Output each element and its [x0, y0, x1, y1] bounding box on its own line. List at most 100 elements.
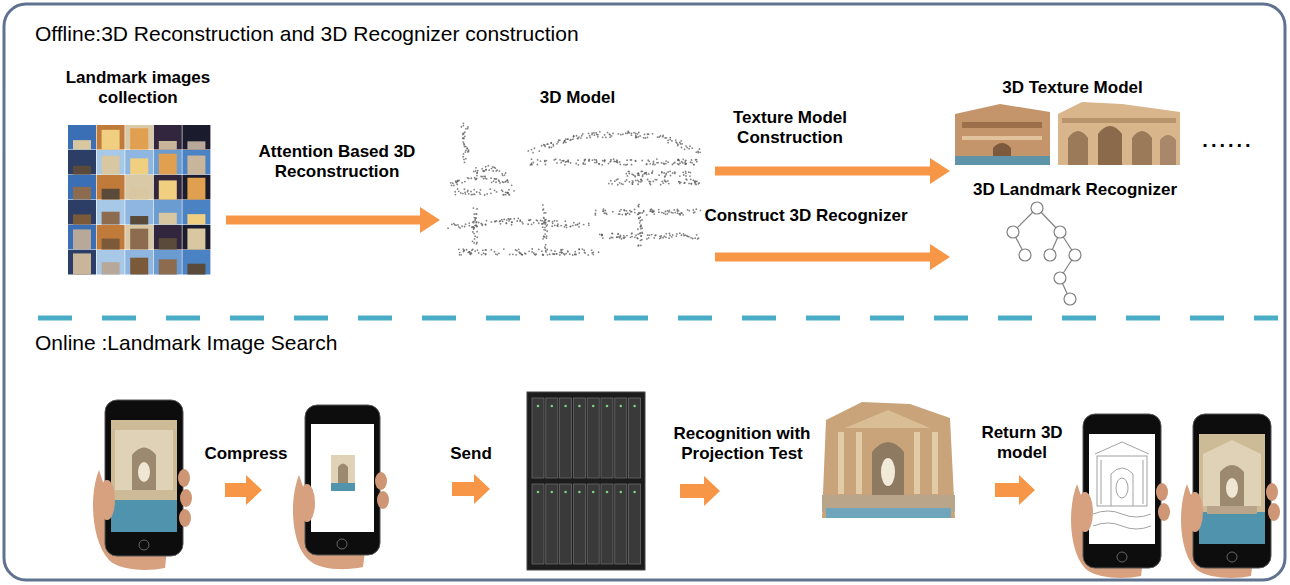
cloud-point	[637, 179, 639, 181]
cloud-point	[530, 163, 532, 165]
cloud-point	[667, 171, 669, 173]
cloud-point	[471, 249, 473, 251]
cloud-point	[638, 206, 640, 208]
cloud-point	[591, 249, 593, 251]
cloud-point	[560, 225, 562, 227]
cloud-point	[475, 179, 477, 181]
cloud-point	[595, 132, 597, 134]
cloud-point	[484, 254, 486, 256]
cloud-point	[457, 188, 459, 190]
cloud-point	[462, 141, 464, 143]
cloud-point	[541, 250, 543, 252]
cloud-point	[556, 220, 558, 222]
cloud-point	[631, 236, 633, 238]
cloud-point	[483, 175, 485, 177]
cloud-point	[604, 210, 606, 212]
cloud-point	[462, 125, 464, 127]
cloud-point	[632, 183, 634, 185]
cloud-point	[619, 213, 621, 215]
cloud-point	[573, 136, 575, 138]
cloud-point	[640, 225, 642, 227]
server-blade	[615, 484, 627, 564]
cloud-point	[698, 237, 700, 239]
cloud-point	[521, 221, 523, 223]
cloud-point	[475, 217, 477, 219]
server-blade	[573, 484, 585, 564]
cloud-point	[625, 214, 627, 216]
cloud-point	[509, 253, 511, 255]
step-label: Return 3D model	[979, 423, 1065, 464]
cloud-point	[602, 136, 604, 138]
cloud-point	[640, 245, 642, 247]
cloud-point	[684, 163, 686, 165]
cloud-point	[483, 178, 485, 180]
cloud-point	[532, 162, 534, 164]
cloud-point	[575, 224, 577, 226]
cloud-point	[686, 179, 688, 181]
cloud-point	[524, 252, 526, 254]
cloud-point	[568, 161, 570, 163]
photo-tile	[154, 125, 182, 150]
cloud-point	[503, 248, 505, 250]
step-label: Recognition with Projection Test	[657, 424, 827, 465]
cloud-point	[476, 172, 478, 174]
cloud-point	[685, 163, 687, 165]
cloud-point	[462, 137, 464, 139]
cloud-point	[462, 156, 464, 158]
photo-tile	[68, 250, 96, 275]
cloud-point	[473, 227, 475, 229]
cloud-point	[584, 251, 586, 253]
cloud-point	[563, 160, 565, 162]
cloud-point	[532, 152, 534, 154]
cloud-point	[691, 147, 693, 149]
cloud-point	[549, 146, 551, 148]
cloud-point	[656, 179, 658, 181]
cloud-point	[637, 183, 639, 185]
cloud-point	[685, 172, 687, 174]
cloud-point	[644, 133, 646, 135]
cloud-point	[577, 159, 579, 161]
cloud-point	[651, 172, 653, 174]
cloud-point	[543, 212, 545, 214]
cloud-point	[570, 162, 572, 164]
cloud-point	[478, 222, 480, 224]
cloud-point	[678, 181, 680, 183]
section-band: Offline:3D Reconstruction and 3D Recogni…	[5, 5, 1285, 316]
cloud-point	[599, 234, 601, 236]
cloud-point	[469, 253, 471, 255]
photo-tile	[154, 225, 182, 250]
cloud-point	[452, 182, 454, 184]
cloud-point	[658, 174, 660, 176]
cloud-point	[480, 175, 482, 177]
cloud-point	[475, 213, 477, 215]
cloud-point	[672, 234, 674, 236]
cloud-point	[623, 164, 625, 166]
cloud-point	[464, 226, 466, 228]
cloud-point	[461, 182, 463, 184]
cloud-point	[538, 150, 540, 152]
cloud-point	[612, 133, 614, 135]
cloud-point	[609, 238, 611, 240]
cloud-point	[551, 225, 553, 227]
cloud-point	[669, 137, 671, 139]
cloud-point	[475, 222, 477, 224]
cloud-point	[467, 128, 469, 130]
cloud-point	[475, 217, 477, 219]
cloud-point	[624, 180, 626, 182]
photo-landmark	[73, 166, 91, 175]
cloud-point	[605, 137, 607, 139]
cloud-point	[621, 183, 623, 185]
cloud-point	[546, 224, 548, 226]
cloud-point	[564, 140, 566, 142]
cloud-point	[663, 172, 665, 174]
cloud-point	[457, 180, 459, 182]
cloud-point	[653, 213, 655, 215]
cloud-point	[690, 179, 692, 181]
photo-landmark	[102, 156, 120, 175]
cloud-point	[609, 136, 611, 138]
cloud-point	[686, 235, 688, 237]
server-led	[564, 405, 567, 408]
cloud-point	[451, 224, 453, 226]
cloud-point	[574, 254, 576, 256]
